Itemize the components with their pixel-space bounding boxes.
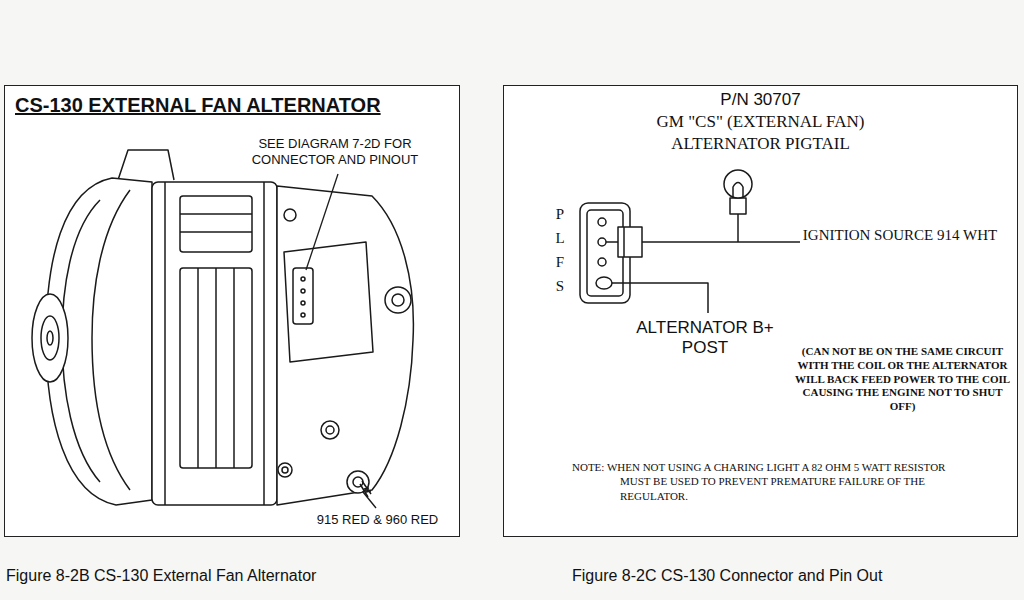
warning-note: (CAN NOT BE ON THE SAME CIRCUIT WITH THE… <box>790 345 1015 414</box>
alternator-drawing <box>32 294 68 382</box>
alternator-drawing <box>326 426 334 434</box>
callout-label: SEE DIAGRAM 7-2D FOR CONNECTOR AND PINOU… <box>225 136 445 167</box>
note-text: NOTE: WHEN NOT USING A CHARING LIGHT A 8… <box>572 460 950 503</box>
alternator-drawing <box>301 289 305 293</box>
pin-name: P <box>553 205 567 223</box>
alternator-drawing <box>180 213 252 215</box>
panel-ground <box>4 85 460 537</box>
alternator-drawing <box>392 294 404 306</box>
alternator-drawing <box>233 268 235 468</box>
panel-ground <box>503 85 1018 537</box>
alternator-drawing <box>118 150 174 180</box>
figure-caption: Figure 8-2B CS-130 External Fan Alternat… <box>6 566 446 585</box>
pigtail-drawing <box>598 218 606 226</box>
alternator-drawing <box>301 301 305 305</box>
leader-line <box>306 174 338 270</box>
alternator-drawing <box>277 186 413 505</box>
alternator-drawing <box>278 463 292 477</box>
alternator-drawing <box>180 231 252 233</box>
pigtail-drawing <box>730 198 746 214</box>
panel-title: CS-130 EXTERNAL FAN ALTERNATOR <box>15 92 449 118</box>
part-number: P/N 30707 <box>514 89 1007 111</box>
leader-line <box>363 492 376 508</box>
alternator-drawing <box>47 331 53 345</box>
alternator-drawing <box>321 421 339 439</box>
pigtail-drawing <box>642 241 800 243</box>
alternator-drawing <box>284 242 373 362</box>
terminal-label: ALTERNATOR B+ POST <box>625 318 785 359</box>
alternator-drawing <box>263 182 265 505</box>
alternator-drawing <box>41 316 59 360</box>
pigtail-drawing <box>598 258 606 266</box>
alternator-drawing <box>180 196 252 252</box>
alternator-drawing <box>301 313 305 317</box>
pigtail-drawing <box>618 227 642 257</box>
alternator-drawing <box>92 190 130 490</box>
alternator-drawing <box>164 182 166 505</box>
pin-name: S <box>553 277 567 295</box>
alternator-drawing <box>347 471 369 493</box>
alternator-drawing <box>32 150 413 505</box>
pigtail-drawing <box>598 238 606 246</box>
alternator-drawing <box>293 268 313 324</box>
panel-title: GM "CS" (EXTERNAL FAN) ALTERNATOR PIGTAI… <box>626 111 896 155</box>
alternator-drawing <box>197 268 199 468</box>
pigtail-drawing <box>724 170 752 198</box>
alternator-drawing <box>152 182 277 505</box>
pin-name: F <box>553 253 567 271</box>
wire-label: IGNITION SOURCE 914 WHT <box>800 226 1000 244</box>
pigtail-drawing <box>606 241 618 243</box>
figure-caption: Figure 8-2C CS-130 Connector and Pin Out <box>572 566 1012 585</box>
pigtail-drawing <box>733 183 743 199</box>
alternator-drawing <box>284 209 296 221</box>
pigtail-drawing <box>580 170 800 313</box>
pin-name: L <box>553 229 567 247</box>
leader-line <box>306 174 376 508</box>
alternator-drawing <box>282 467 288 473</box>
alternator-drawing <box>215 268 217 468</box>
alternator-drawing <box>180 268 252 468</box>
pigtail-drawing <box>596 277 612 289</box>
alternator-drawing <box>301 277 305 281</box>
pigtail-drawing <box>737 214 739 242</box>
pigtail-drawing <box>623 227 625 257</box>
alternator-drawing <box>385 287 411 313</box>
pigtail-drawing <box>612 283 708 313</box>
wire-callout: 915 RED & 960 RED <box>300 512 455 528</box>
